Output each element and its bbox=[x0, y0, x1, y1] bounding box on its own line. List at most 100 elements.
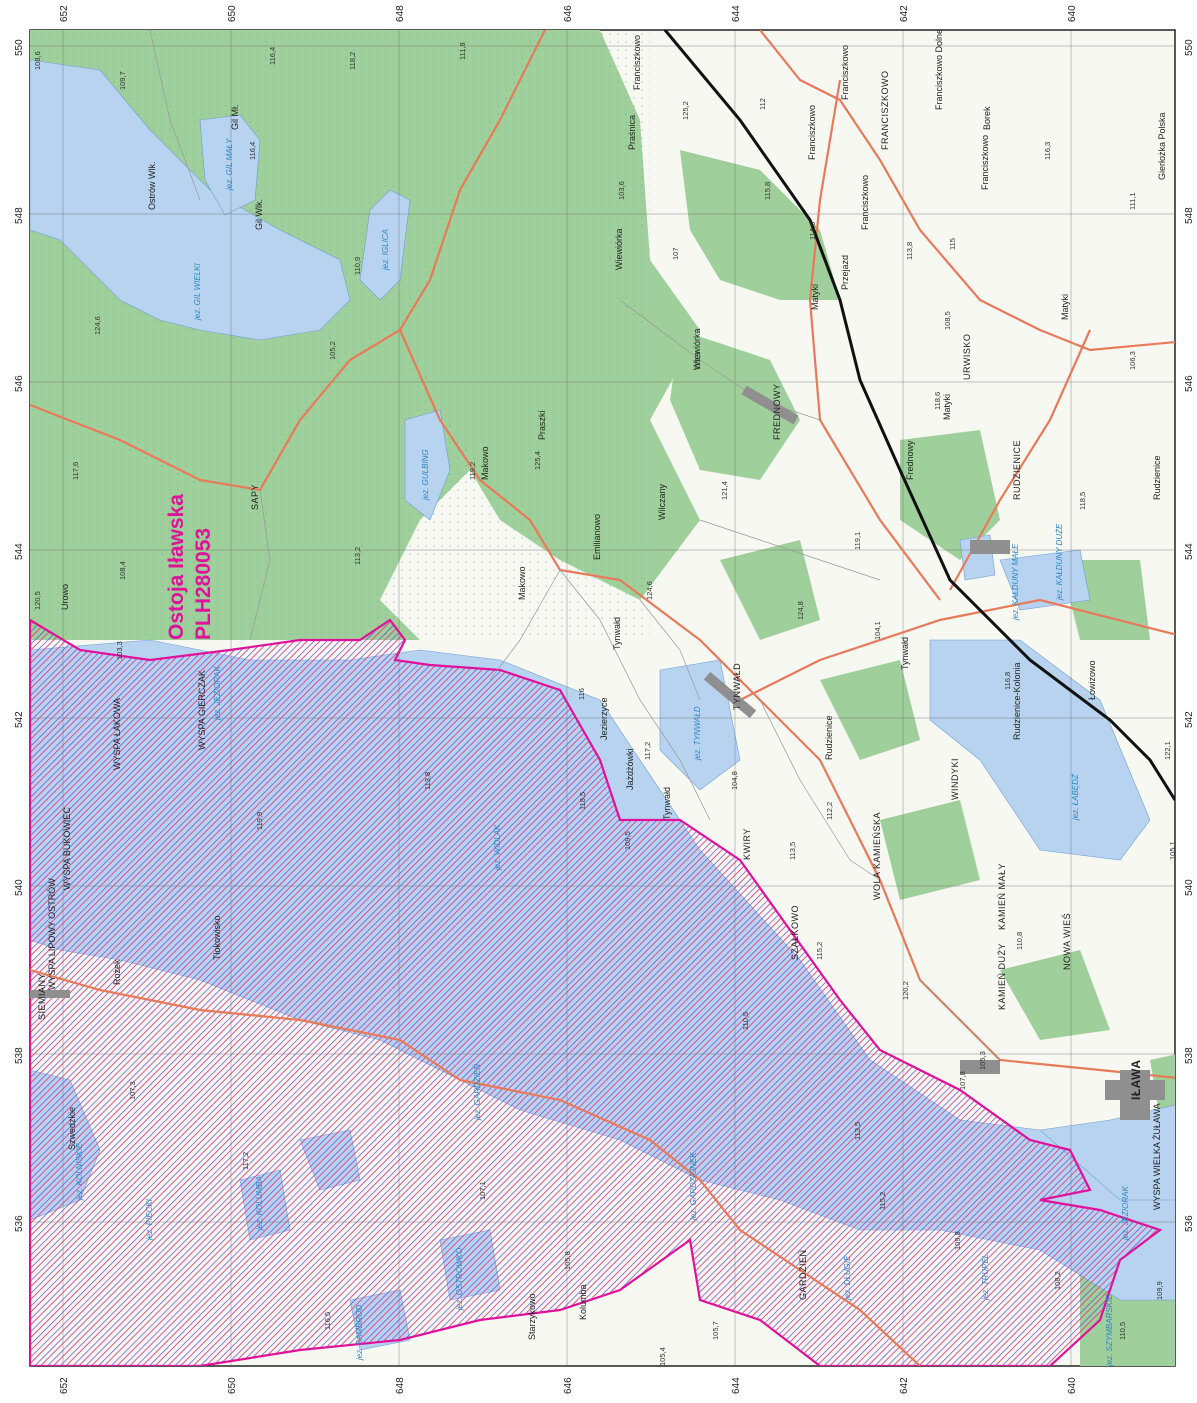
spot-height: 103,6 bbox=[617, 181, 626, 200]
spot-height: 110,8 bbox=[1015, 932, 1024, 950]
railway bbox=[663, 30, 1175, 801]
place-franciszkowo-4: Franciszkowo bbox=[860, 175, 870, 230]
spot-height: 110,5 bbox=[741, 1012, 750, 1030]
spot-height: 107,1 bbox=[478, 1181, 487, 1200]
spot-height: 125,2 bbox=[681, 101, 690, 120]
frame-label-left: 548 bbox=[14, 207, 25, 224]
spot-height: 107,8 bbox=[958, 1071, 967, 1090]
place-kamien-maly: KAMIEŃ MAŁY bbox=[997, 863, 1007, 930]
lake-gil-maly: jez. GIL MAŁY bbox=[225, 138, 234, 191]
place-gierlozka: Gierłożka Polska bbox=[1157, 112, 1167, 180]
spot-height: 124,8 bbox=[796, 601, 805, 620]
spot-height: 119,9 bbox=[255, 812, 264, 830]
frame-label-right: 544 bbox=[1184, 543, 1195, 560]
place-tynwald-small: Tynwałd bbox=[900, 637, 910, 670]
island-lakowa: WYSPA ŁAKOWA bbox=[112, 698, 122, 770]
spot-height: 118,6 bbox=[933, 392, 942, 410]
spot-height: 111,8 bbox=[458, 42, 467, 60]
spot-height: 109,7 bbox=[118, 71, 127, 90]
place-jazdzowki: Jażdżówki bbox=[625, 748, 635, 790]
place-kalduny: KALDUNY bbox=[1182, 594, 1192, 640]
built-up-areas bbox=[30, 385, 1165, 1120]
lake-kalduny-duze: jez. KAŁDUNY DUŻE bbox=[1055, 523, 1064, 601]
place-praszki: Praszki bbox=[537, 410, 547, 440]
spot-height: 106,3 bbox=[1128, 351, 1137, 370]
frame-label-right: 546 bbox=[1184, 375, 1195, 392]
frame-label-bottom: 650 bbox=[227, 1377, 238, 1394]
spot-height: 113,8 bbox=[423, 772, 432, 790]
spot-height: 125,4 bbox=[533, 451, 542, 470]
spot-height: 118,5 bbox=[578, 792, 587, 810]
place-gardzien: GARDZIEŃ bbox=[798, 1249, 808, 1300]
island-labels: WYSPA WIELKA ŻUŁAWA WYSPA ŁAKOWA WYSPA G… bbox=[47, 670, 1162, 1210]
frame-label-bottom: 652 bbox=[59, 1377, 70, 1394]
frame-label-left: 538 bbox=[14, 1047, 25, 1064]
spot-height: 109,9 bbox=[1155, 1281, 1164, 1300]
place-tynwald-small-2: Tynwałd bbox=[612, 617, 622, 650]
place-kwiry: KWIRY bbox=[742, 828, 752, 860]
lake-gil-wielki: jez. GIL WIELKI bbox=[193, 262, 202, 321]
spot-height: 118,2 bbox=[348, 52, 357, 70]
frame-labels-top: 652 650 648 646 644 642 640 bbox=[59, 5, 1078, 22]
frame-label-right: 538 bbox=[1184, 1047, 1195, 1064]
spot-height: 120,2 bbox=[901, 981, 910, 1000]
spot-height: 116,8 bbox=[1003, 672, 1012, 690]
place-franciszkowo-5: Franciszkowo bbox=[980, 135, 990, 190]
place-przejazd: Przejazd bbox=[840, 255, 850, 290]
place-tlokowisko: Tłokowisko bbox=[212, 915, 222, 960]
place-szwedzkie: Szwedzkie bbox=[67, 1107, 77, 1150]
frame-label-bottom: 640 bbox=[1067, 1377, 1078, 1394]
spot-height: 110,5 bbox=[1118, 1322, 1127, 1340]
place-gil-maly: Gil Mł. bbox=[230, 105, 240, 131]
place-franciszkowo-3: Franciszkowo bbox=[840, 45, 850, 100]
place-franciszkowo-caps: FRANCISZKOWO bbox=[880, 71, 890, 151]
spot-height: 122,1 bbox=[1163, 741, 1172, 760]
spot-height: 116 bbox=[577, 688, 586, 700]
spot-height: 114,6 bbox=[808, 222, 817, 240]
spot-height: 115,9 bbox=[693, 352, 702, 370]
place-franciszkowo-2: Franciszkowo bbox=[807, 105, 817, 160]
frame-label-right: 550 bbox=[1184, 39, 1195, 56]
spot-height: 117,6 bbox=[71, 462, 80, 480]
spot-height: 105,3 bbox=[978, 1051, 987, 1070]
spot-height: 105,1 bbox=[1168, 841, 1177, 860]
spot-height: 107,3 bbox=[128, 1081, 137, 1100]
place-rozek: Rożek bbox=[112, 959, 122, 985]
spot-height: 112,2 bbox=[825, 802, 834, 820]
spot-height: 108,4 bbox=[118, 561, 127, 580]
lake-labedz: jez. ŁABĘDŹ bbox=[1071, 773, 1080, 821]
minor-roads bbox=[149, 30, 1001, 1061]
spot-height: 115,8 bbox=[763, 182, 772, 200]
place-nowa-wies: NOWA WIEŚ bbox=[1061, 913, 1072, 970]
frame-label-bottom: 646 bbox=[563, 1377, 574, 1394]
spot-height: 115,2 bbox=[878, 1192, 887, 1210]
natura-site-code: PLH280053 bbox=[192, 528, 215, 640]
place-borek: Borek bbox=[982, 106, 992, 130]
frame-label-top: 640 bbox=[1067, 5, 1078, 22]
frame-labels-bottom: 652 650 648 646 644 642 640 bbox=[59, 1377, 1078, 1394]
place-wola-kamienska: WOLA KAMIEŃSKA bbox=[872, 812, 882, 900]
spot-height: 119,1 bbox=[853, 532, 862, 550]
place-wilczany: Wilczany bbox=[657, 483, 667, 520]
place-kolumba: Kolumba bbox=[578, 1284, 588, 1320]
frame-label-right: 548 bbox=[1184, 207, 1195, 224]
place-siemiany: SIEMIANY bbox=[37, 973, 47, 1020]
spot-height: 113,5 bbox=[853, 1122, 862, 1140]
place-wiewiorka: Wiewiórka bbox=[614, 228, 624, 270]
place-prasnica: Praśnica bbox=[627, 115, 637, 150]
place-frednowy-small: Frednowy bbox=[905, 440, 915, 480]
lake-piecki: jez. PIECKI bbox=[145, 1198, 154, 1241]
place-franciszkowo-1: Franciszkowo bbox=[632, 35, 642, 90]
spot-height: 120,5 bbox=[33, 591, 42, 610]
place-frednowy: FREDNOWY bbox=[772, 384, 782, 441]
island-lipowy-ostrow: WYSPA LIPOWY OSTRÓW bbox=[47, 878, 57, 990]
place-labels: FREDNOWY RUDZIENICE TYNWAŁD IŁAWA SZAŁKO… bbox=[37, 30, 1192, 1340]
lake-dlugie: jez. DŁUGIE bbox=[843, 1255, 852, 1301]
place-kamien-duzy: KAMIEŃ DUŻY bbox=[997, 943, 1007, 1010]
spot-height: 116,3 bbox=[1043, 142, 1052, 160]
lake-tynwald: jez. TYNWAŁD bbox=[693, 706, 702, 761]
spot-height: 103,3 bbox=[115, 641, 124, 660]
spot-height: 104,1 bbox=[873, 621, 882, 640]
